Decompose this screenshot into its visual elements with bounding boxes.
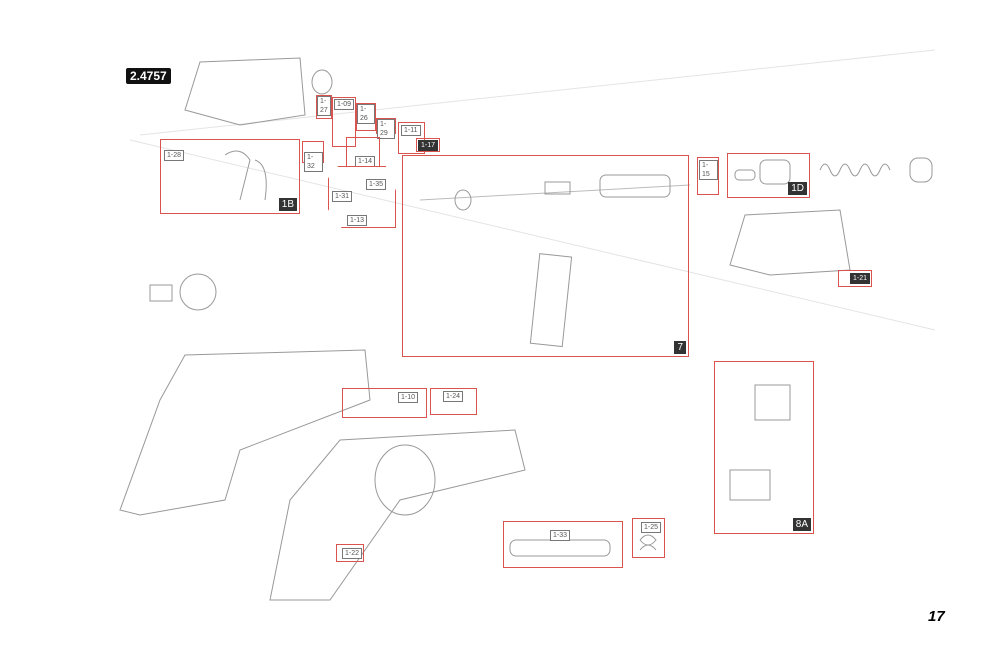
part-label: 1-24 (443, 391, 464, 402)
part-label: 1-15 (699, 160, 718, 180)
group-box-1D: 1D (727, 153, 810, 198)
receiver-housing-top (184, 57, 306, 126)
barrel-assembly (599, 174, 671, 198)
group-tag: 8A (792, 518, 811, 531)
part-label: 1-28 (164, 150, 185, 161)
part-box-1-14: 1-14 (346, 137, 380, 167)
part-label: 1-22 (341, 548, 362, 559)
part-label: 1-31 (332, 191, 353, 202)
part-label: 1-21 (849, 273, 870, 284)
part-box-1-09: 1-09 (332, 97, 356, 147)
part-box-1-15: 1-15 (697, 157, 719, 195)
part-label: 1-33 (550, 530, 571, 541)
page-number: 17 (928, 608, 945, 625)
part-box-1-21: 1-21 (838, 270, 872, 287)
part-box-1-22: 1-22 (336, 544, 364, 562)
bushing (311, 69, 333, 95)
part-label: 1-14 (355, 156, 376, 167)
part-label: 1-29 (377, 119, 395, 139)
part-box-1-17: 1-17 (416, 138, 440, 152)
part-label: 1-10 (398, 392, 419, 403)
end-cap (909, 157, 933, 183)
cylinder-drum (179, 273, 217, 311)
part-box-1-32: 1-32 (302, 141, 324, 172)
part-label: 1-09 (334, 99, 355, 110)
tube (529, 253, 573, 348)
part-box-1-26: 1-26 (356, 103, 376, 131)
receiver-housing-right (729, 209, 851, 276)
group-box-1B: 1-28 1B (160, 139, 300, 214)
part-label: 1-35 (366, 179, 387, 190)
part-box-1-10: 1-10 (342, 388, 427, 418)
group-box-7: 7 (402, 155, 689, 357)
part-label: 1-11 (401, 125, 421, 136)
magazine-part (754, 384, 791, 421)
group-tag: 1D (788, 182, 807, 195)
part-label: 1-26 (357, 104, 375, 124)
part-label: 1-17 (418, 140, 439, 151)
pistol-frame-left (119, 349, 371, 516)
group-tag: 7 (674, 341, 686, 354)
revolver-cylinder (374, 444, 436, 516)
part-box-1-29: 1-29 (376, 118, 396, 139)
part-box-1-33: 1-33 (503, 521, 623, 568)
part-box-1-27: 1-27 (316, 95, 332, 119)
part-label: 1-32 (304, 152, 323, 172)
group-tag: 1B (278, 198, 297, 211)
part-label: 1-13 (347, 215, 368, 226)
diagram-code: 2.4757 (126, 68, 171, 84)
spring-right (819, 163, 891, 177)
part-box-1-25: 1-25 (632, 518, 665, 558)
part-label: 1-25 (641, 522, 662, 533)
part-box-1-24: 1-24 (430, 388, 477, 415)
group-box-8A: 8A (714, 361, 814, 534)
pistol-frame-right (269, 429, 526, 601)
part-label: 1-27 (317, 96, 331, 116)
group-box-trigger: 1-35 1-31 1-13 (328, 166, 396, 228)
